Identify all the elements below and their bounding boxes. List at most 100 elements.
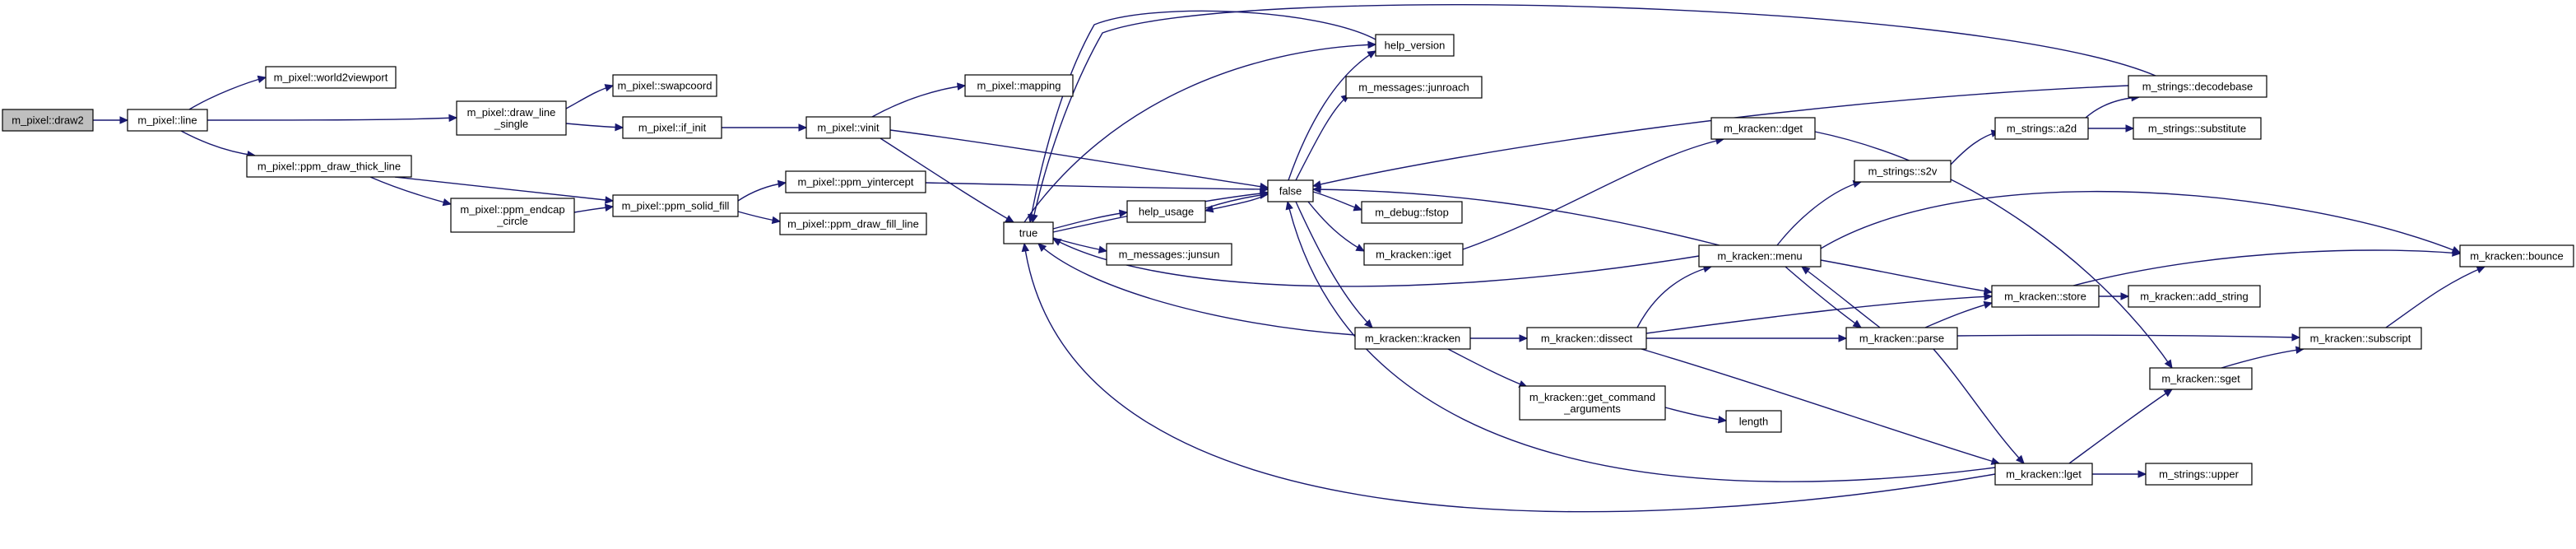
node-box [450,198,575,233]
node-label: m_kracken::kracken [1365,333,1460,345]
edge-store-to-add_string [2099,292,2130,300]
edge-lget-to-false [1285,200,1996,482]
node-label: m_pixel::draw2 [12,114,83,127]
node-a2d[interactable]: m_strings::a2d [1994,117,2089,140]
arrowhead-icon [2164,359,2173,370]
node-box [1106,243,1232,266]
node-label: _single [494,118,528,130]
edge-ppm_endcap_circle-to-ppm_solid_fill [573,203,615,213]
edge-ppm_solid_fill-to-ppm_yintercept [737,179,787,202]
arrowhead-icon [798,123,808,132]
node-vinit[interactable]: m_pixel::vinit [805,116,891,139]
node-dissect[interactable]: m_kracken::dissect [1526,327,1647,350]
edge-line [1645,295,1993,334]
node-mapping[interactable]: m_pixel::mapping [964,74,1074,97]
node-ppm-endcap-circle[interactable]: m_pixel::ppm_endcap_circle [450,198,575,233]
node-sget[interactable]: m_kracken::sget [2149,367,2253,390]
node-fstop[interactable]: m_debug::fstop [1361,201,1463,224]
node-junroach[interactable]: m_messages::junroach [1345,76,1483,99]
node-label: m_pixel::world2viewport [274,72,388,84]
edge-help_version-to-true [1028,10,1376,224]
arrowhead-icon [1983,286,1993,295]
edge-line [880,137,1014,223]
node-add-string[interactable]: m_kracken::add_string [2128,285,2261,308]
node-if-init[interactable]: m_pixel::if_init [622,116,722,139]
node-ppm-yintercept[interactable]: m_pixel::ppm_yintercept [785,170,926,193]
node-bounce[interactable]: m_kracken::bounce [2459,244,2574,268]
node-label: m_kracken::store [2004,291,2086,303]
edge-line [1785,266,1862,328]
edge-menu-to-s2v [1776,179,1863,246]
edge-line [1462,138,1724,250]
node-help-usage[interactable]: help_usage [1126,200,1206,223]
node-box [1854,160,1952,183]
node-junsun[interactable]: m_messages::junsun [1106,243,1232,266]
edge-subscript-to-bounce [2385,266,2486,328]
edge-store-to-bounce [2072,249,2462,286]
node-false[interactable]: false [1267,179,1314,202]
node-box [1994,463,2093,486]
node-iget[interactable]: m_kracken::iget [1363,243,1464,266]
arrowhead-icon [1353,203,1363,212]
arrowhead-icon [1519,334,1529,342]
node-label: m_strings::substitute [2148,123,2246,135]
edge-menu-to-store [1820,259,1993,295]
node-box [612,194,739,217]
edge-menu-to-bounce [1820,190,2462,254]
node-length[interactable]: length [1725,410,1782,433]
node-subscript[interactable]: m_kracken::subscript [2299,327,2422,350]
node-substitute[interactable]: m_strings::substitute [2133,117,2262,140]
node-store[interactable]: m_kracken::store [1991,285,2100,308]
node-draw-line-single[interactable]: m_pixel::draw_line_single [456,100,567,136]
node-s2v[interactable]: m_strings::s2v [1854,160,1952,183]
node-box [2299,327,2422,350]
node-ppm-draw-fill-line[interactable]: m_pixel::ppm_draw_fill_line [779,212,927,235]
node-ppm-solid-fill[interactable]: m_pixel::ppm_solid_fill [612,194,739,217]
edge-decodebase-to-false [1311,85,2129,188]
node-label: m_pixel::ppm_solid_fill [622,200,730,212]
node-swapcoord[interactable]: m_pixel::swapcoord [612,74,717,97]
node-decodebase[interactable]: m_strings::decodebase [2128,75,2267,98]
node-menu[interactable]: m_kracken::menu [1698,244,1822,268]
node-box [1991,285,2100,308]
edge-s2v-to-a2d [1950,129,2001,165]
edge-draw_line_single-to-swapcoord [565,84,615,109]
node-get-command-arguments[interactable]: m_kracken::get_command_arguments [1519,385,1666,421]
edge-line [1664,407,1727,421]
edge-true-to-help_usage [1052,209,1129,230]
node-upper[interactable]: m_strings::upper [2145,463,2253,486]
arrowhead-icon [1363,319,1373,328]
edge-line [1295,201,1373,328]
edge-menu-to-parse [1785,266,1862,328]
edge-line [1023,243,1996,513]
edge-line [188,77,267,110]
arrowhead-icon [1030,213,1038,224]
node-label: m_debug::fstop [1375,207,1449,219]
node-label: m_kracken::add_string [2140,291,2249,303]
edge-line [1636,266,1712,328]
node-parse[interactable]: m_kracken::parse [1845,327,1958,350]
node-true[interactable]: true [1003,221,1054,244]
node-help-version[interactable]: help_version [1375,34,1455,57]
edge-line [207,117,457,121]
node-line[interactable]: m_pixel::line [127,109,208,132]
node-box [1361,201,1463,224]
edge-lget-to-true [1021,242,1996,513]
node-label: m_messages::junsun [1119,249,1220,261]
node-box [1710,117,1816,140]
node-box [2145,463,2253,486]
node-lget[interactable]: m_kracken::lget [1994,463,2093,486]
node-kracken[interactable]: m_kracken::kracken [1354,327,1471,350]
node-ppm-draw-thick-line[interactable]: m_pixel::ppm_draw_thick_line [246,155,412,178]
arrowhead-icon [1717,416,1728,424]
node-label: m_pixel::draw_line [467,106,556,119]
edge-dissect-to-lget [1641,348,2001,465]
node-label: m_kracken::sget [2161,373,2240,385]
node-dget[interactable]: m_kracken::dget [1710,117,1816,140]
node-box [964,74,1074,97]
node-box [2128,75,2267,98]
edge-ppm_solid_fill-to-ppm_draw_fill_line [737,211,782,225]
edge-line [1029,10,1376,223]
node-world2viewport[interactable]: m_pixel::world2viewport [265,66,397,89]
node-draw2[interactable]: m_pixel::draw2 [2,109,94,132]
